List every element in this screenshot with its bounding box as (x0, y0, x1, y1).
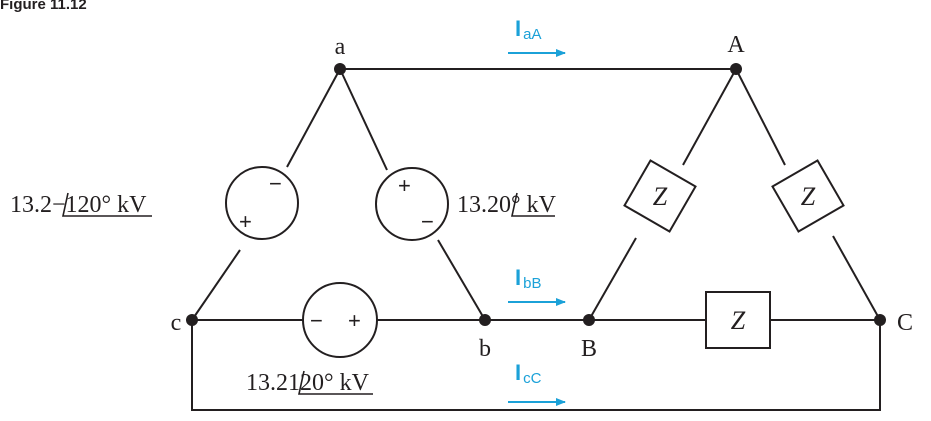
node-C-label: C (897, 310, 913, 336)
node-b-label: b (479, 336, 491, 362)
wire-AB-load-to-B (588, 237, 637, 321)
angle-symbol (511, 192, 555, 217)
line-cC (191, 320, 881, 411)
svg-text:IcC: IcC (515, 360, 542, 387)
node-A-label: A (727, 32, 745, 58)
minus-sign: − (269, 171, 282, 196)
minus-sign: − (310, 308, 323, 333)
wire-a-to-right-source (339, 68, 388, 171)
node-C-dot (874, 314, 886, 326)
voltage-source-right: + − (375, 167, 449, 241)
svg-text:13.2120° kV: 13.2120° kV (246, 370, 370, 396)
node-a-dot (334, 63, 346, 75)
node-A-dot (730, 63, 742, 75)
voltage-source-bottom: − + (302, 282, 378, 358)
voltage-source-left: − + (225, 166, 299, 240)
svg-text:IbB: IbB (515, 265, 541, 292)
impedance-BC: Z (705, 291, 771, 349)
angle-symbol (62, 192, 152, 217)
wire-left-source-to-c (191, 249, 241, 321)
svg-text:13.20° kV: 13.20° kV (457, 192, 557, 218)
source-right-value: 13.20° kV (457, 192, 557, 218)
source-left-value: 13.2−120° kV (10, 192, 152, 218)
minus-sign: − (421, 209, 434, 234)
impedance-AC: Z (771, 159, 845, 233)
impedance-label: Z (801, 182, 816, 211)
angle-symbol (298, 370, 373, 395)
node-b-dot (479, 314, 491, 326)
wire-A-to-AC-load (735, 68, 786, 166)
node-a-label: a (335, 34, 346, 60)
wire-a-to-left-source (286, 68, 341, 168)
impedance-label: Z (653, 182, 668, 211)
plus-sign: + (348, 308, 361, 333)
node-dots (186, 63, 886, 326)
impedance-AB: Z (623, 159, 697, 233)
wires (191, 68, 881, 411)
plus-sign: + (398, 173, 411, 198)
wire-AC-load-to-C (832, 235, 881, 321)
node-c-dot (186, 314, 198, 326)
source-bottom-value: 13.2120° kV (246, 370, 373, 396)
svg-text:13.2−120° kV: 13.2−120° kV (10, 192, 147, 218)
plus-sign: + (239, 209, 252, 234)
wire-A-to-AB-load (682, 68, 737, 166)
svg-text:IaA: IaA (515, 16, 541, 43)
node-B-label: B (581, 336, 597, 362)
node-c-label: c (171, 310, 182, 336)
wire-right-source-to-b (437, 239, 486, 321)
impedance-label: Z (731, 306, 746, 335)
figure-caption: Figure 11.12 (0, 0, 87, 13)
node-B-dot (583, 314, 595, 326)
